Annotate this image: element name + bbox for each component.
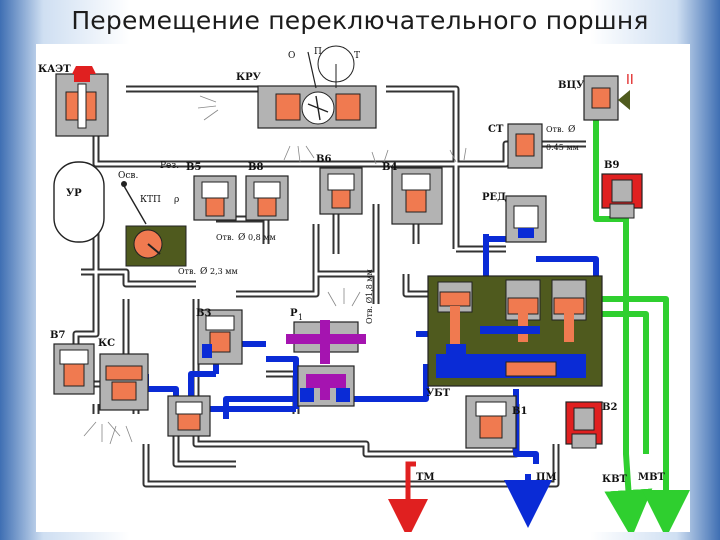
slide-title: Перемещение переключательного поршня [71, 6, 649, 35]
label-otv-23: Отв. [178, 267, 196, 276]
label-p1: Р [290, 308, 298, 319]
label-osv: Осв. [118, 171, 138, 181]
v4-valve: В4 [382, 162, 443, 225]
red-valve: РЕД [482, 192, 547, 243]
label-v9: В9 [604, 160, 619, 171]
label-otv-18: Отв. Ø1,8 мм [365, 269, 374, 324]
label-mvt: МВТ [638, 472, 666, 483]
label-kaet: КАЭТ [38, 64, 71, 75]
label-v1: В1 [512, 406, 527, 417]
label-kru: КРУ [236, 72, 261, 83]
label-otv-045-dia: Ø [568, 124, 575, 135]
p1-relay: Р 1 [286, 308, 366, 407]
kru-valve: КРУ О П Т [236, 45, 377, 129]
label-vtsu: ВЦУ [558, 80, 584, 91]
label-kru-t: Т [354, 51, 360, 61]
ktp-valve: Осв. Рез. КТП ρ [118, 161, 187, 267]
label-v5: В5 [186, 162, 201, 173]
label-p1-sub: 1 [298, 313, 303, 322]
label-kru-p: П [314, 47, 322, 57]
label-v4: В4 [382, 162, 397, 173]
label-tm: ТМ [416, 472, 435, 483]
label-mm-23: 2,3 мм [210, 267, 238, 276]
red-pipe [388, 461, 428, 532]
label-v8: В8 [248, 162, 263, 173]
label-rez: Рез. [160, 161, 179, 171]
pneumatic-diagram: КАЭТ КРУ О П Т ВЦУ II СТ Отв. Ø 0.45 мм [36, 44, 690, 532]
vtsu-valve: ВЦУ II [558, 73, 634, 121]
v2-valve: В2 [565, 401, 617, 449]
v9-valve: В9 [601, 160, 643, 219]
v6-valve: В6 [316, 154, 363, 215]
label-v6: В6 [316, 154, 331, 165]
label-ubt: УБТ [426, 388, 451, 399]
v3-valve: В3 [196, 308, 243, 365]
label-otv-045: Отв. [546, 125, 564, 134]
label-red: РЕД [482, 192, 506, 203]
v8-valve: В8 [245, 162, 289, 221]
label-roman-two: II [626, 73, 634, 88]
label-ur: УР [66, 188, 82, 199]
label-st: СТ [488, 124, 504, 135]
v1-valve: В1 [465, 395, 527, 449]
label-otv-23-dia: Ø [200, 266, 207, 277]
ktp-handle-icon: ρ [174, 195, 179, 205]
lower-valve [167, 395, 211, 437]
label-otv-08: Отв. [216, 233, 234, 242]
kaet-valve: КАЭТ [38, 64, 109, 137]
label-ktp: КТП [140, 195, 161, 205]
v7-valve: В7 [50, 330, 95, 395]
label-mm-08: 0,8 мм [248, 233, 276, 242]
v5-valve: В5 [186, 162, 237, 221]
label-v7: В7 [50, 330, 65, 341]
label-ks: КС [98, 338, 115, 349]
label-v3: В3 [196, 308, 211, 319]
label-v2: В2 [602, 402, 617, 413]
exhaust-marks [83, 95, 467, 445]
ubt-block: УБТ [426, 275, 603, 399]
diagram-svg: КАЭТ КРУ О П Т ВЦУ II СТ Отв. Ø 0.45 мм [38, 45, 690, 532]
ur-reservoir: УР [53, 161, 105, 243]
ks-valve: КС [98, 338, 149, 411]
label-mm-045: 0.45 мм [546, 143, 579, 152]
label-otv-08-dia: Ø [238, 232, 245, 243]
label-pm: ПМ [536, 472, 557, 483]
st-valve: СТ Отв. Ø 0.45 мм [488, 123, 579, 169]
label-kru-o: О [288, 51, 295, 61]
label-kvt: КВТ [602, 474, 628, 485]
